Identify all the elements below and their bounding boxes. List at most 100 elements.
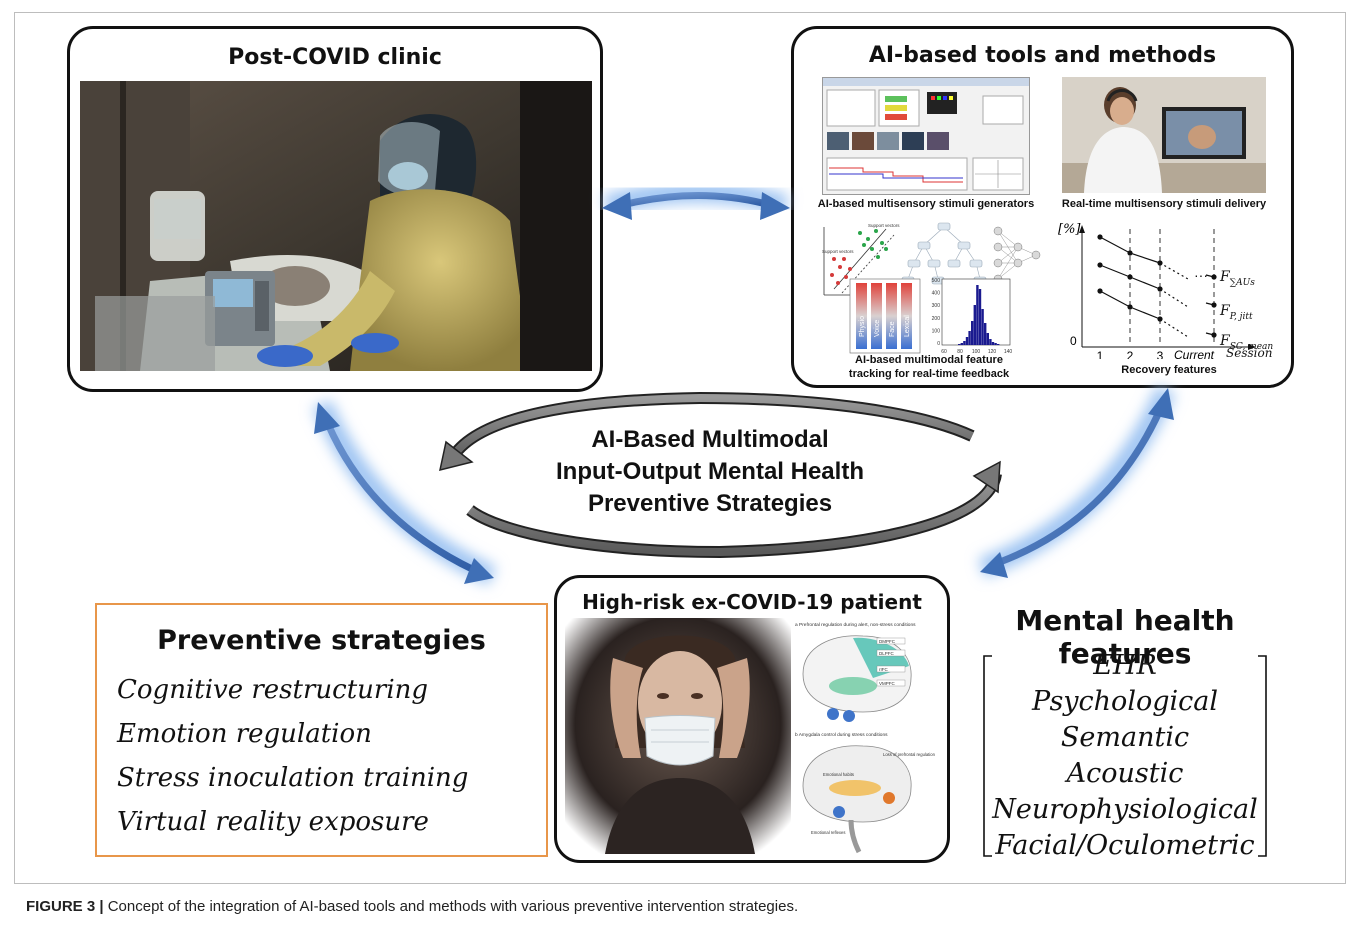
brain-label-habits: Emotional habits: [823, 772, 854, 777]
strategy-item-3: Stress inoculation training: [117, 763, 469, 793]
bar-label-lexical: Lexical: [904, 315, 911, 337]
brain-label-vmpfc: VMPFC: [879, 681, 896, 686]
brain-label-dmpfc: DMPFC: [879, 639, 896, 644]
hist-bar: [976, 285, 979, 345]
hist-bar: [958, 344, 961, 345]
brain-label-reflexes: Emotional reflexes: [811, 830, 845, 835]
hist-bar: [971, 321, 974, 345]
hist-x-tick: 120: [988, 349, 997, 355]
recovery-tick-current: Current: [1174, 348, 1215, 359]
recovery-series-2-sub: P, jitt: [1229, 311, 1253, 322]
features-list: EHR Psychological Semantic Acoustic Neur…: [984, 648, 1266, 864]
hist-bar: [973, 305, 976, 345]
hist-x-tick: 100: [972, 349, 981, 355]
generators-caption: AI-based multisensory stimuli generators: [817, 198, 1035, 210]
center-title: AI-Based Multimodal Input-Output Mental …: [470, 424, 950, 520]
brain-diagram: a Prefrontal regulation during alert, no…: [793, 616, 943, 854]
recovery-series-1-base: F: [1220, 269, 1230, 285]
caption-text: Concept of the integration of AI-based t…: [103, 898, 799, 915]
recovery-series-3-base: F: [1220, 333, 1230, 349]
recovery-point: [1097, 262, 1103, 268]
patient-title: High-risk ex-COVID-19 patient: [582, 590, 922, 614]
svm-label-1: Support vectors: [868, 223, 900, 228]
tracking-caption-line2: tracking for real-time feedback: [848, 368, 1010, 380]
hist-bar: [989, 339, 992, 345]
bar-label-physio: Physio: [859, 316, 866, 337]
tracking-caption: AI-based multimodal feature tracking for…: [814, 353, 1044, 381]
bar-label-voice: Voice: [874, 320, 881, 337]
clinic-photo: [80, 81, 592, 371]
hist-bar: [963, 341, 966, 345]
strategy-item-1: Cognitive restructuring: [117, 675, 429, 705]
recovery-features-plot: [%] 0 1 2 3 Current Session F∑AUs FP, ji…: [1056, 219, 1282, 363]
hist-bar: [968, 331, 971, 345]
brain-label-loss: Loss of prefrontal regulation: [883, 752, 936, 757]
tools-title: AI-based tools and methods: [868, 43, 1217, 68]
recovery-series-label-2: FP, jitt: [1220, 303, 1253, 322]
feature-psychological: Psychological: [1032, 686, 1218, 717]
center-title-line3: Preventive Strategies: [587, 490, 833, 517]
hist-bar: [994, 343, 997, 345]
hist-bar: [986, 333, 989, 345]
recovery-tick-3: 3: [1157, 349, 1164, 359]
strategy-item-4: Virtual reality exposure: [117, 807, 429, 837]
hist-y-tick: 0: [937, 341, 940, 347]
hist-bar: [991, 342, 995, 345]
hist-bar: [965, 337, 969, 345]
features-section: Mental health features EHR Psychological…: [960, 602, 1340, 862]
hist-x-tick: 80: [957, 349, 963, 355]
stimuli-generator-screenshot: [822, 77, 1030, 195]
hist-y-tick: 300: [932, 303, 941, 309]
features-title: Mental health features: [1015, 604, 1235, 670]
ml-diagrams: Support vectors Support vectors: [820, 219, 1044, 299]
patient-panel: High-risk ex-COVID-19 patient a Prefront…: [554, 575, 950, 863]
recovery-point: [1127, 250, 1133, 256]
feature-facial-oculometric: Facial/Oculometric: [995, 830, 1255, 861]
recovery-series-label-1: F∑AUs: [1220, 269, 1255, 288]
hist-bar: [984, 323, 987, 345]
recovery-point: [1097, 234, 1103, 240]
strategies-title: Preventive strategies: [157, 625, 486, 656]
hist-bar: [997, 344, 1000, 345]
hist-y-tick: 200: [932, 316, 941, 322]
hist-y-tick: 500: [932, 278, 941, 284]
recovery-point: [1157, 286, 1163, 292]
patient-photo: [565, 618, 791, 854]
recovery-point: [1127, 274, 1133, 280]
strategies-box: Preventive strategies Cognitive restruct…: [95, 603, 548, 857]
recovery-series-2-base: F: [1220, 303, 1230, 319]
recovery-point-current: [1211, 332, 1217, 338]
recovery-caption: Recovery features: [1121, 364, 1217, 376]
hist-y-tick: 400: [932, 291, 941, 297]
hist-bar: [978, 289, 982, 345]
recovery-point: [1157, 316, 1163, 322]
svm-label-2: Support vectors: [822, 249, 854, 254]
hist-bar: [960, 343, 963, 345]
recovery-point-current: [1211, 302, 1217, 308]
recovery-ellipsis: ···: [1194, 267, 1208, 283]
recovery-series-projection: [1159, 262, 1189, 280]
tracking-caption-line1: AI-based multimodal feature: [855, 354, 1003, 366]
brain-caption-a: a Prefrontal regulation during alert, no…: [795, 622, 916, 628]
center-title-line2: Input-Output Mental Health: [556, 458, 864, 485]
recovery-origin: 0: [1070, 334, 1077, 348]
recovery-series-label-3: FSC, mean: [1220, 333, 1273, 352]
recovery-point-current: [1211, 274, 1217, 280]
recovery-point: [1157, 260, 1163, 266]
recovery-tick-2: 2: [1127, 349, 1134, 359]
feature-ehr: EHR: [1093, 650, 1157, 681]
delivery-photo: [1062, 77, 1266, 193]
recovery-series-1-sub: ∑AUs: [1229, 277, 1255, 288]
strategy-item-2: Emotion regulation: [117, 719, 372, 749]
feature-semantic: Semantic: [1060, 722, 1190, 753]
center-title-line1: AI-Based Multimodal: [591, 426, 829, 453]
recovery-tick-1: 1: [1097, 349, 1104, 359]
recovery-x-label: Session: [1226, 346, 1273, 360]
tools-panel: AI-based tools and methods AI-based mult…: [791, 26, 1294, 388]
feature-neurophysiological: Neurophysiological: [992, 794, 1258, 825]
figure-frame: [14, 12, 1346, 884]
bar-label-face: Face: [889, 321, 896, 337]
hist-x-tick: 60: [941, 349, 947, 355]
brain-caption-b: b Amygdala control during stress conditi…: [795, 732, 888, 738]
clinic-panel: Post-COVID clinic: [67, 26, 603, 392]
